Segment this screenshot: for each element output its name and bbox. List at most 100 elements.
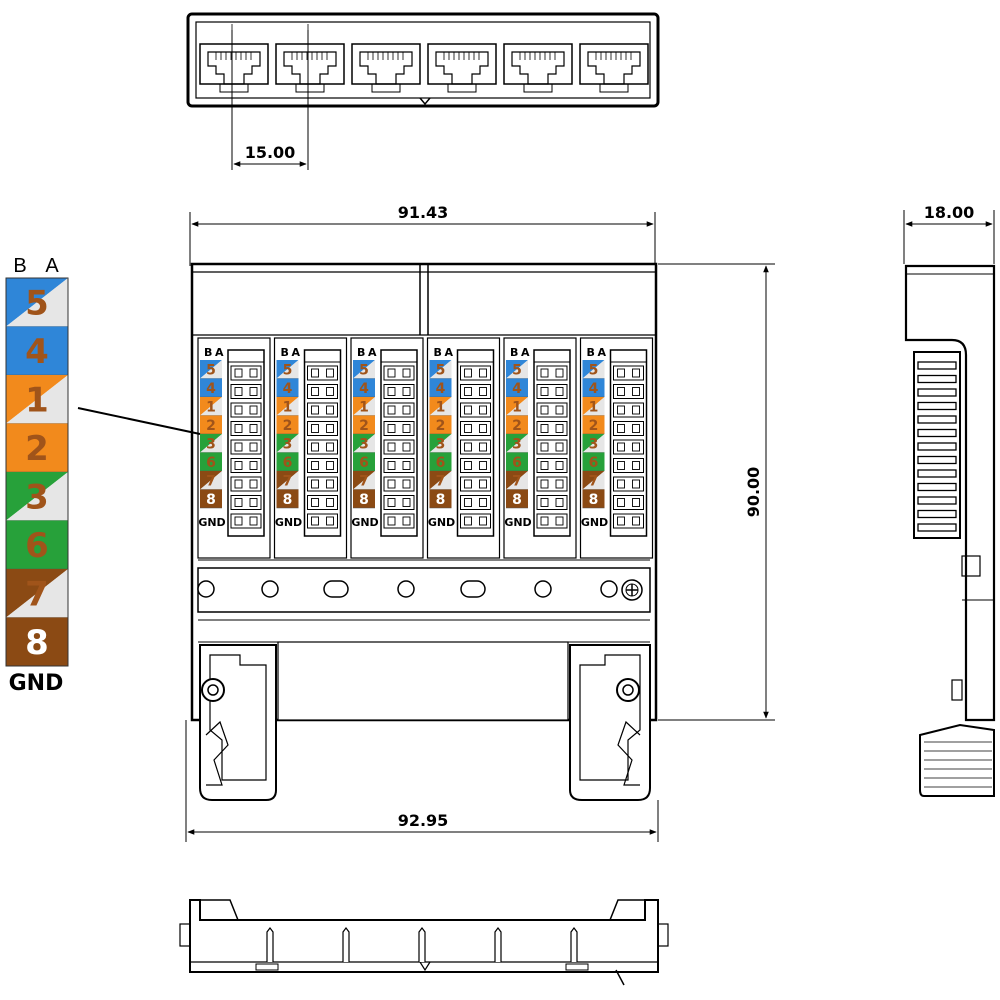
module-pin-2: 2	[506, 415, 528, 435]
module-gnd-label: GND	[351, 516, 378, 529]
pin-number: 7	[436, 473, 446, 489]
left-din-clip	[199, 644, 277, 801]
module-pin-6: 6	[582, 452, 605, 472]
pin-number: 4	[359, 381, 369, 397]
module-gnd-label: GND	[275, 516, 302, 529]
legend-pin-4: 4	[6, 326, 68, 376]
module-pin-7: 7	[582, 471, 605, 490]
module-pin-1: 1	[276, 397, 299, 416]
module-col-b-label: B	[281, 346, 289, 359]
pin-number: 4	[512, 381, 522, 397]
module-pin-5: 5	[200, 360, 222, 379]
module-pin-8: 8	[200, 489, 222, 509]
rj45-port-icon	[275, 43, 345, 93]
module-pin-3: 3	[200, 434, 222, 453]
pin-number: 7	[359, 473, 369, 489]
side-view	[904, 264, 996, 797]
pin-number: 3	[206, 436, 216, 452]
pin-number: 7	[25, 574, 49, 614]
module-col-a-label: A	[521, 346, 530, 359]
pin-number: 1	[206, 399, 216, 415]
dim-depth-label: 18.00	[924, 203, 975, 222]
module-pin-7: 7	[353, 471, 375, 490]
module-pin-6: 6	[429, 452, 452, 472]
module-col-b-label: B	[204, 346, 212, 359]
legend-gnd-label: GND	[9, 671, 64, 696]
grounding-screw-icon	[621, 579, 643, 601]
module-pin-8: 8	[429, 489, 452, 509]
module-col-b-label: B	[357, 346, 365, 359]
pin-number: 3	[512, 436, 522, 452]
dimension-height: 90.00	[658, 263, 775, 721]
pin-number: 8	[512, 492, 522, 508]
module-pin-7: 7	[429, 471, 452, 490]
pin-number: 7	[512, 473, 522, 489]
module-pin-5: 5	[353, 360, 375, 379]
pin-number: 3	[25, 477, 49, 517]
pin-number: 3	[589, 436, 599, 452]
module-pin-2: 2	[429, 415, 452, 435]
legend-pin-1: 1	[6, 375, 68, 424]
pin-number: 1	[589, 399, 599, 415]
module-gnd-label: GND	[504, 516, 531, 529]
module-pin-1: 1	[429, 397, 452, 416]
module-pin-8: 8	[506, 489, 528, 509]
rj45-port-icon	[351, 43, 421, 93]
module-pin-5: 5	[429, 360, 452, 379]
pin-number: 4	[436, 381, 446, 397]
side-fins	[917, 361, 957, 532]
dim-body-width-label: 91.43	[398, 203, 449, 222]
pin-number: 6	[436, 455, 446, 471]
dim-port-pitch-label: 15.00	[245, 143, 296, 162]
module-pin-4: 4	[353, 378, 375, 398]
pin-number: 5	[25, 283, 49, 323]
pin-number: 7	[206, 473, 216, 489]
pin-number: 1	[512, 399, 522, 415]
pin-number: 2	[589, 418, 599, 434]
pin-number: 8	[359, 492, 369, 508]
pin-number: 1	[359, 399, 369, 415]
module-pin-2: 2	[276, 415, 299, 435]
dimension-depth: 18.00	[903, 203, 995, 264]
legend-pin-2: 2	[6, 423, 68, 473]
pin-number: 2	[206, 418, 216, 434]
rail-hole	[600, 580, 618, 598]
pin-number: 6	[359, 455, 369, 471]
pin-number: 5	[436, 362, 446, 378]
module-pin-1: 1	[200, 397, 222, 416]
rail-slot	[323, 580, 349, 598]
rail-hole	[534, 580, 552, 598]
module-pin-3: 3	[582, 434, 605, 453]
module-pin-6: 6	[200, 452, 222, 472]
pin-number: 2	[359, 418, 369, 434]
pin-number: 2	[436, 418, 446, 434]
pin-number: 5	[359, 362, 369, 378]
dimension-body-width: 91.43	[189, 203, 656, 266]
module-pin-4: 4	[276, 378, 299, 398]
module-pin-3: 3	[353, 434, 375, 453]
pin-number: 6	[589, 455, 599, 471]
dimension-overall-width: 92.95	[185, 720, 659, 842]
module-pin-1: 1	[582, 397, 605, 416]
right-din-clip	[569, 644, 651, 801]
module-col-a-label: A	[445, 346, 454, 359]
mounting-rail	[197, 567, 651, 613]
legend-pin-8: 8	[6, 617, 68, 667]
rail-hole	[397, 580, 415, 598]
module-pin-4: 4	[506, 378, 528, 398]
dimension-port-pitch: 15.00	[231, 30, 309, 170]
legend-pin-6: 6	[6, 520, 68, 570]
pin-number: 5	[283, 362, 293, 378]
pin-number: 8	[436, 492, 446, 508]
module-col-b-label: B	[510, 346, 518, 359]
module-col-a-label: A	[292, 346, 301, 359]
module-pin-3: 3	[276, 434, 299, 453]
side-view-body	[904, 264, 996, 722]
module-pin-8: 8	[582, 489, 605, 509]
rail-hole	[197, 580, 215, 598]
module-col-b-label: B	[587, 346, 595, 359]
